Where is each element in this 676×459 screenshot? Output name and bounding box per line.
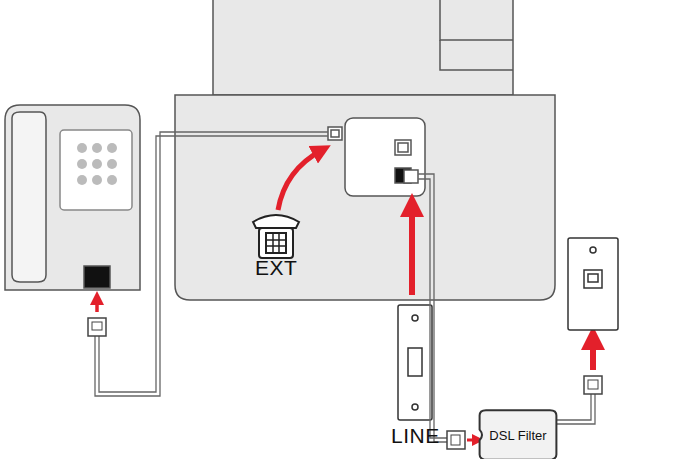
port-label: LINE bbox=[391, 424, 440, 448]
red-arrow bbox=[95, 298, 99, 312]
ext-phone-icon bbox=[253, 215, 299, 258]
printer bbox=[175, 0, 555, 300]
wall-jack bbox=[568, 238, 618, 330]
dsl-filter: DSL Filter bbox=[478, 408, 558, 459]
red-arrow bbox=[590, 338, 596, 370]
plug bbox=[447, 431, 465, 449]
red-arrow bbox=[467, 439, 478, 442]
phone-cable bbox=[95, 132, 328, 396]
red-arrow bbox=[278, 150, 322, 210]
port-label: EXT bbox=[255, 256, 297, 280]
plug-tab bbox=[588, 380, 598, 389]
telephone bbox=[5, 105, 140, 290]
plug bbox=[584, 376, 602, 394]
plug-tab bbox=[451, 435, 460, 445]
plug-tab bbox=[92, 322, 102, 330]
keypad bbox=[77, 143, 117, 185]
line-cable bbox=[418, 174, 447, 442]
plug bbox=[88, 318, 106, 336]
red-arrow bbox=[409, 205, 415, 295]
line-wall-jack bbox=[398, 305, 432, 420]
filter-label: DSL Filter bbox=[481, 428, 554, 443]
